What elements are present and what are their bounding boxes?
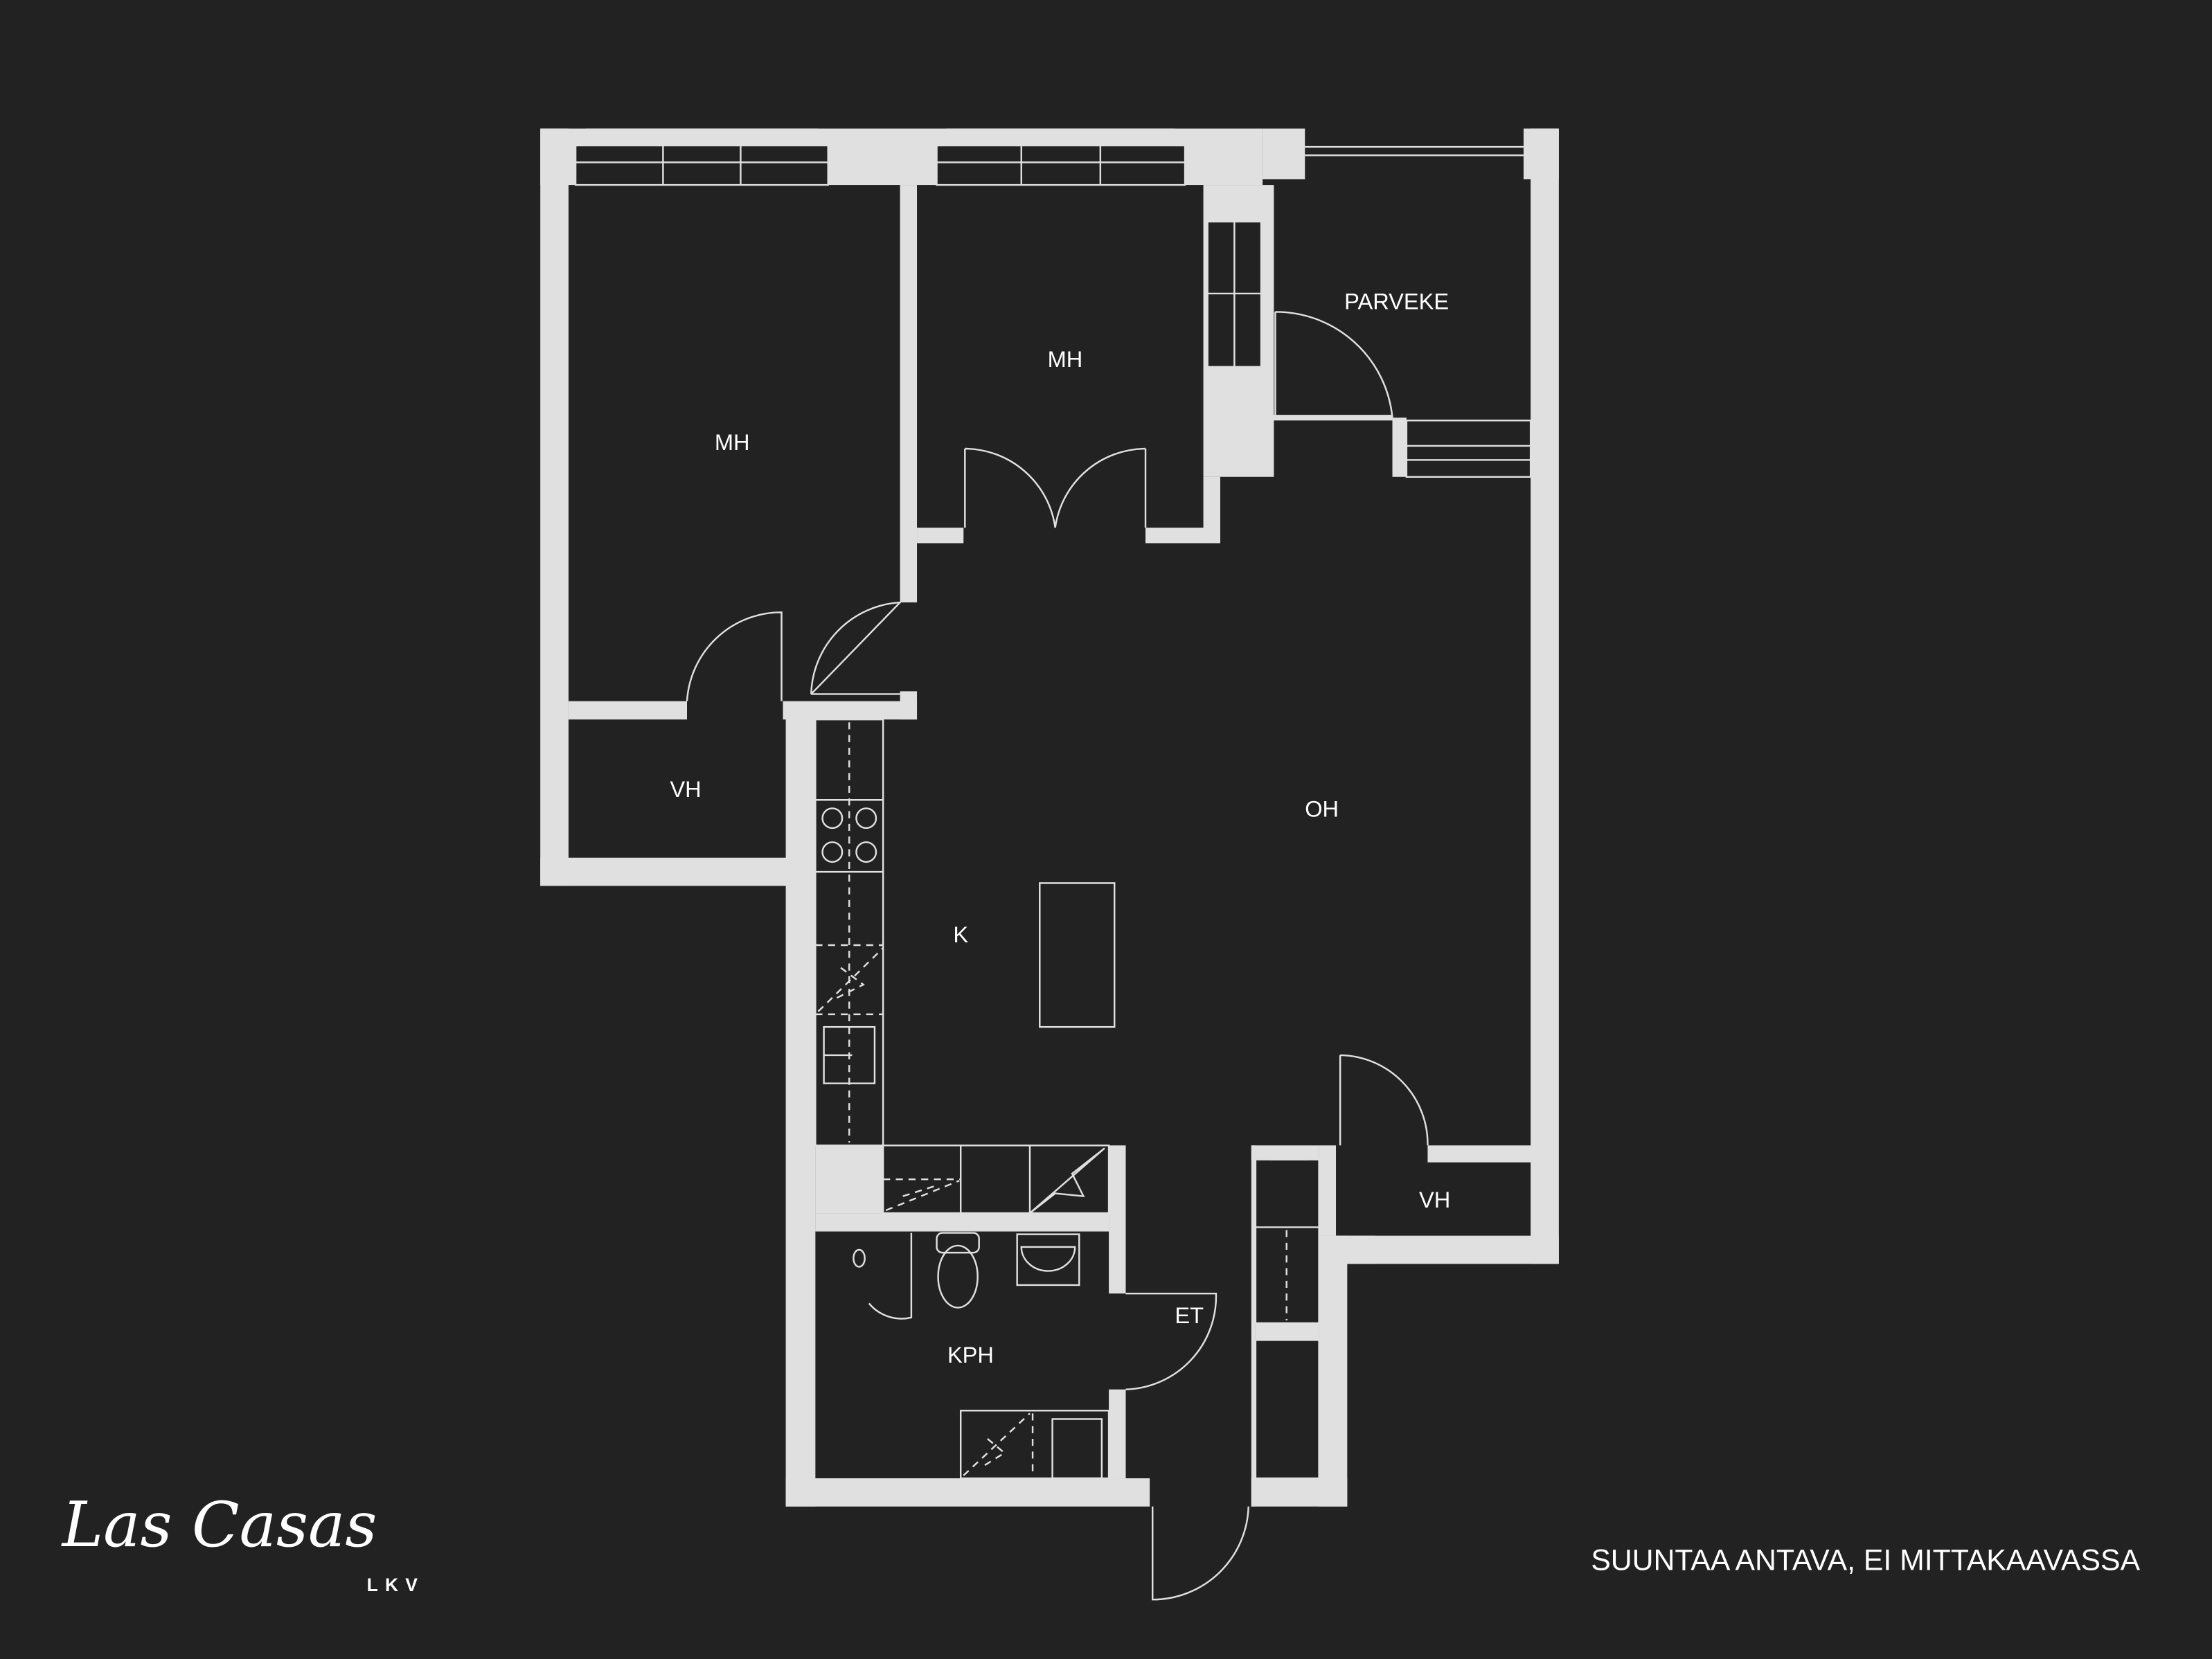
room-label-mh2: MH — [1048, 346, 1083, 372]
room-label-vh2: VH — [1419, 1187, 1450, 1212]
logo-sub: LKV — [367, 1575, 425, 1595]
doors — [686, 311, 1429, 1601]
walls — [540, 128, 1559, 1507]
logo-script: Las Casas — [61, 1489, 377, 1561]
room-label-mh1: MH — [715, 429, 750, 455]
room-label-kph: KPH — [947, 1342, 994, 1367]
room-labels: MH MH PARVEKE VH OH K VH ET KPH — [670, 288, 1450, 1367]
kitchen-island — [1039, 882, 1116, 1028]
disclaimer-text: SUUNTAA ANTAVA, EI MITTAKAAVASSA — [1591, 1543, 2140, 1577]
room-label-k: K — [953, 922, 968, 947]
fixtures — [814, 718, 1320, 1480]
room-label-oh: OH — [1305, 796, 1339, 822]
room-label-parveke: PARVEKE — [1344, 288, 1449, 314]
room-label-vh1: VH — [670, 776, 701, 802]
company-logo: Las Casas LKV — [61, 1489, 425, 1595]
room-label-et: ET — [1175, 1302, 1204, 1328]
windows — [574, 128, 1532, 478]
